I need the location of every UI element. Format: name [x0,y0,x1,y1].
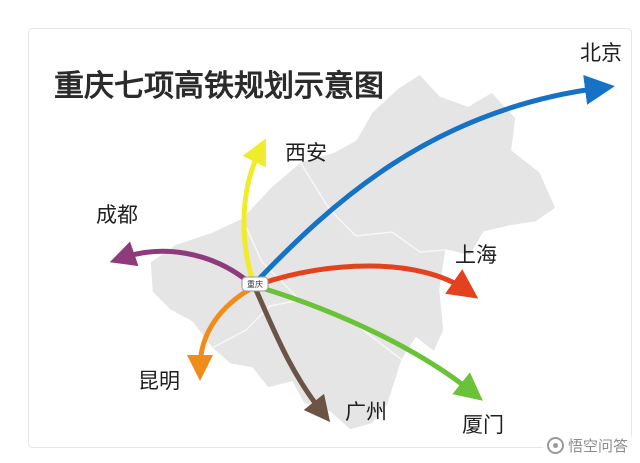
route-xian [241,138,266,285]
label-guangzhou: 广州 [345,400,387,424]
label-xiamen: 厦门 [462,413,504,437]
label-shanghai: 上海 [455,243,497,267]
route-kunming [187,285,255,381]
wukong-logo-icon [546,437,564,454]
center-label: 重庆 [247,279,263,289]
route-xiamen [259,285,483,401]
label-kunming: 昆明 [138,369,180,393]
label-chengdu: 成都 [96,203,138,227]
center-node: 重庆 [241,276,269,292]
route-chengdu [109,241,253,286]
route-shanghai [257,263,479,299]
label-xian: 西安 [285,141,327,165]
watermark: 悟空问答 [542,434,632,457]
chongqing-region-shape [149,73,557,431]
label-beijing: 北京 [580,41,622,65]
route-beijing [252,75,615,286]
route-guangzhou [253,287,331,423]
map-title: 重庆七项高铁规划示意图 [54,69,384,104]
watermark-text: 悟空问答 [567,437,628,455]
